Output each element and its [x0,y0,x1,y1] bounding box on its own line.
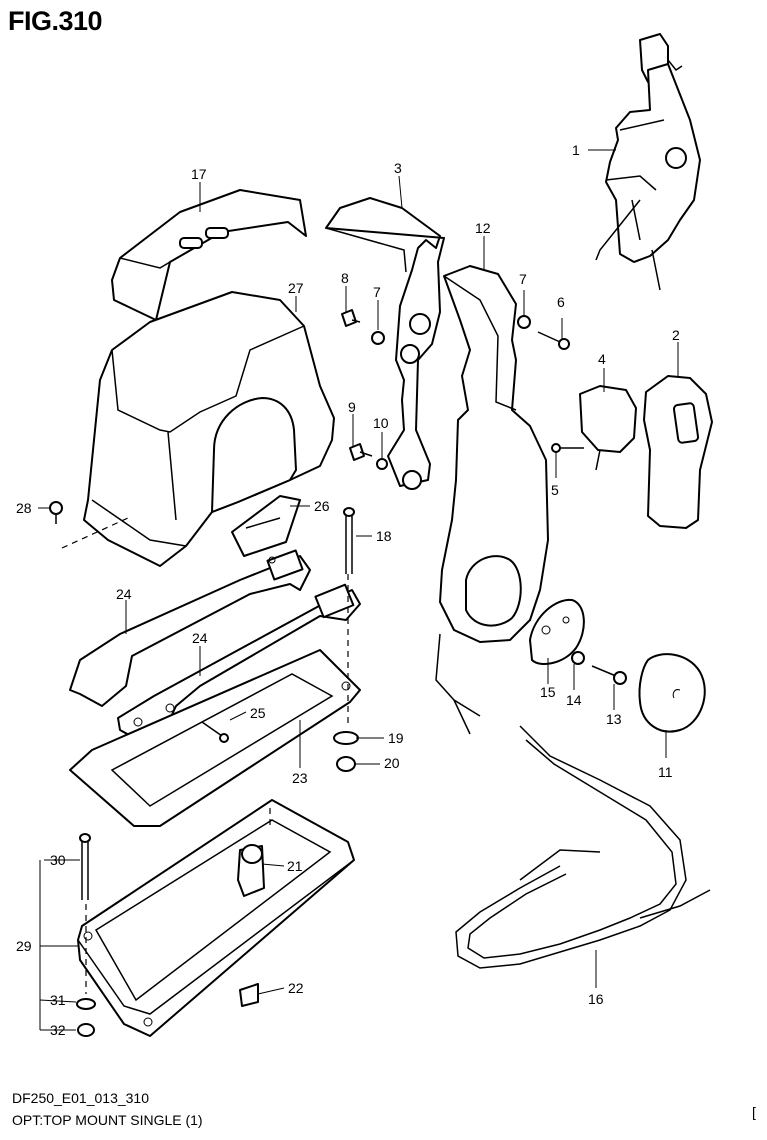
part-3-control-lever [325,197,445,490]
part-31-washer [76,998,96,1010]
part-4-neutral-switch [579,385,637,471]
part-14-washer [571,651,585,665]
callout-4: 4 [598,351,606,367]
part-5-screw [551,443,584,453]
part-21-stopper [237,844,265,897]
callout-31: 31 [50,992,66,1008]
callout-16: 16 [588,991,604,1007]
part-19-washer [333,731,359,745]
figure-code: DF250_E01_013_310 [12,1090,150,1106]
callout-6: 6 [557,294,565,310]
callout-26: 26 [314,498,330,514]
callout-19: 19 [388,730,404,746]
leader-lines [38,149,679,1031]
callout-28: 28 [16,500,32,516]
callout-5: 5 [551,482,559,498]
part-8-bolt [341,309,361,327]
callout-3: 3 [394,160,402,176]
callout-9: 9 [348,399,356,415]
part-23-gasket [69,649,361,827]
part-17-cover [111,189,307,321]
part-9-bolt [349,443,373,461]
part-27-housing-cover [83,291,335,567]
part-32-nut [77,1023,95,1037]
part-22-clip [239,983,259,1007]
part-26-cover-plate [231,495,301,557]
callout-8: 8 [341,270,349,286]
callout-15: 15 [540,684,556,700]
part-18-long-bolt [343,507,355,574]
part-30-long-bolt [79,833,91,900]
callout-12: 12 [475,220,491,236]
callout-18: 18 [376,528,392,544]
callout-2: 2 [672,327,680,343]
part-12-lever-arm [439,265,549,643]
callout-23: 23 [292,770,308,786]
part-29-base-plate [77,799,355,1037]
callout-11: 11 [658,764,673,780]
part-16-wiring-harness [435,633,711,969]
callout-20: 20 [384,755,400,771]
part-2-handle-grip [643,375,713,529]
part-13-screw [591,665,627,685]
callout-1: 1 [572,142,580,158]
part-20-nut [336,756,356,772]
callout-7-left: 7 [373,284,381,300]
part-10-washer [376,458,388,470]
callout-24-lower: 24 [192,630,208,646]
callout-32: 32 [50,1022,66,1038]
alignment-line [61,517,133,549]
callout-24-upper: 24 [116,586,132,602]
callout-17: 17 [191,166,207,182]
callout-13: 13 [606,711,622,727]
part-25-screw [201,721,229,743]
part-11-cap [638,653,706,733]
callout-7-right: 7 [519,271,527,287]
part-6-screw [537,331,570,350]
figure-title: FIG.310 [8,6,103,36]
callout-30: 30 [50,852,66,868]
part-7-washer-right [517,315,531,329]
callout-25: 25 [250,705,266,721]
part-7-washer-left [371,331,385,345]
corner-mark: [ [752,1104,756,1120]
part-24-bracket-upper [69,549,311,707]
callout-21: 21 [287,858,303,874]
callout-27: 27 [288,280,304,296]
callout-14: 14 [566,692,582,708]
callout-10: 10 [373,415,389,431]
callout-29: 29 [16,938,32,954]
part-28-screw [49,501,63,524]
callout-22: 22 [288,980,304,996]
part-1-remote-control-assembly [595,33,701,291]
figure-name: OPT:TOP MOUNT SINGLE (1) [12,1112,203,1128]
